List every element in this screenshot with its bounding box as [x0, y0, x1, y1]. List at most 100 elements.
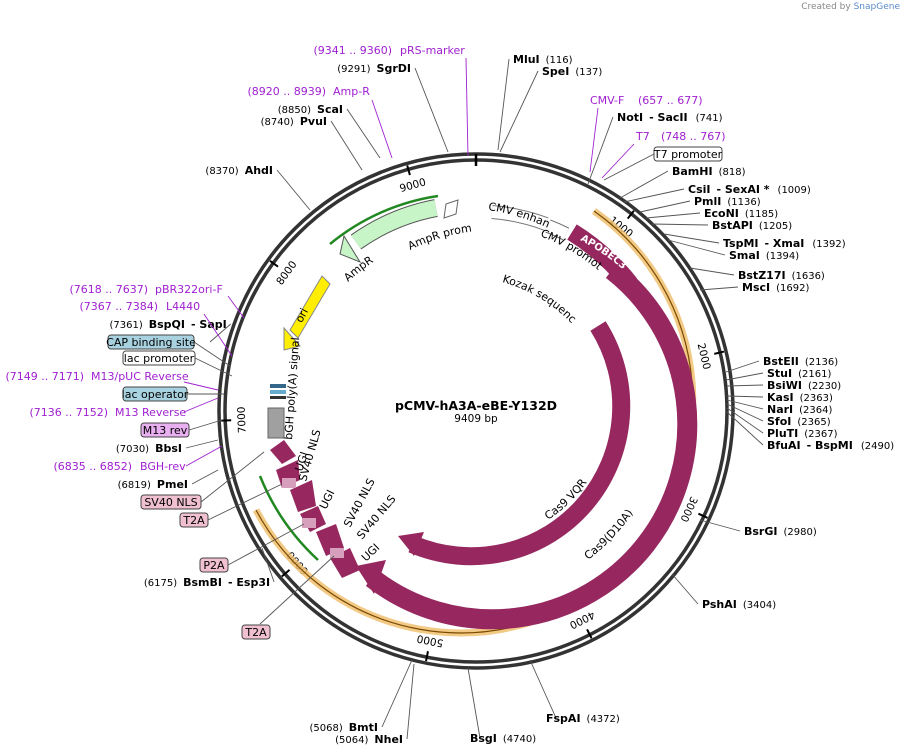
enzyme-position[interactable]: (2230) — [808, 381, 841, 392]
enzyme-position[interactable]: (7361) — [109, 320, 142, 331]
enzyme-position[interactable]: (2980) — [783, 527, 816, 538]
primer-range[interactable]: (748 .. 767) — [661, 130, 726, 143]
enzyme-nari[interactable]: NarI — [767, 403, 793, 416]
enzyme-position[interactable]: (1392) — [812, 239, 845, 250]
enzyme-position[interactable]: (4372) — [587, 714, 620, 725]
enzyme-mlui[interactable]: MluI — [513, 53, 540, 66]
enzyme-tspmi[interactable]: TspMI — [723, 237, 759, 250]
enzyme-fspai[interactable]: FspAI — [546, 712, 581, 725]
primer-t7[interactable]: T7 — [635, 130, 650, 143]
enzyme-econi[interactable]: EcoNI — [704, 207, 739, 220]
enzyme-position[interactable]: (2364) — [799, 405, 832, 416]
enzyme-position[interactable]: (1692) — [776, 283, 809, 294]
enzyme-position[interactable]: (1205) — [759, 221, 792, 232]
primer-range[interactable]: (7136 .. 7152) — [29, 406, 108, 419]
primer-pbr322ori-f[interactable]: pBR322ori-F — [155, 283, 223, 296]
enzyme-sgrdi[interactable]: SgrDI — [377, 62, 411, 75]
enzyme-ahdi[interactable]: AhdI — [245, 164, 273, 177]
enzyme-bsteii[interactable]: BstEII — [763, 355, 799, 368]
primer-prs-marker[interactable]: pRS-marker — [400, 44, 465, 57]
primer-range[interactable]: (6835 .. 6852) — [53, 460, 132, 473]
enzyme-position[interactable]: (1136) — [727, 197, 760, 208]
primer-range[interactable]: (9341 .. 9360) — [313, 44, 392, 57]
primer-m13-reverse[interactable]: M13 Reverse — [115, 406, 186, 419]
enzyme-pluti[interactable]: PluTI — [767, 427, 798, 440]
enzyme-bamhi[interactable]: BamHI — [672, 165, 713, 178]
enzyme-extra-8[interactable]: - XmaI — [765, 237, 805, 250]
enzyme-position[interactable]: (8740) — [261, 117, 294, 128]
box-cap-binding-site[interactable]: CAP binding site — [106, 336, 196, 349]
enzyme-bstapi[interactable]: BstAPI — [712, 219, 753, 232]
enzyme-position[interactable]: (137) — [575, 67, 602, 78]
enzyme-position[interactable]: (6819) — [118, 480, 151, 491]
enzyme-position[interactable]: (2136) — [805, 357, 838, 368]
primer-range[interactable]: (7149 .. 7171) — [5, 370, 84, 383]
enzyme-position[interactable]: (9291) — [337, 64, 370, 75]
enzyme-position[interactable]: (1185) — [745, 209, 778, 220]
enzyme-position[interactable]: (2161) — [798, 369, 831, 380]
box-p2a[interactable]: P2A — [203, 559, 225, 572]
primer-range[interactable]: (657 .. 677) — [638, 94, 703, 107]
enzyme-bspqi[interactable]: BspQI — [149, 318, 185, 331]
enzyme-msci[interactable]: MscI — [742, 281, 770, 294]
enzyme-position[interactable]: (2365) — [797, 417, 830, 428]
enzyme-position[interactable]: (116) — [546, 55, 573, 66]
box-lac-operator[interactable]: lac operator — [122, 388, 189, 401]
enzyme-position[interactable]: (818) — [719, 167, 746, 178]
enzyme-position[interactable]: (1636) — [792, 271, 825, 282]
enzyme-extra-4[interactable]: - SexAI * — [716, 183, 769, 196]
enzyme-position[interactable]: (8850) — [278, 105, 311, 116]
primer-range[interactable]: (7367 .. 7384) — [79, 300, 158, 313]
box-t7-promoter[interactable]: T7 promoter — [653, 148, 723, 161]
enzyme-position[interactable]: (1009) — [778, 185, 811, 196]
enzyme-noti[interactable]: NotI — [617, 111, 643, 124]
enzyme-position[interactable]: (2490) — [861, 441, 894, 452]
enzyme-extra-left-4[interactable]: - SapI — [191, 318, 227, 331]
enzyme-bbsi[interactable]: BbsI — [155, 442, 182, 455]
enzyme-extra-2[interactable]: - SacII — [649, 111, 687, 124]
primer-amp-r[interactable]: Amp-R — [333, 85, 370, 98]
enzyme-kasi[interactable]: KasI — [767, 391, 794, 404]
enzyme-position[interactable]: (2367) — [804, 429, 837, 440]
enzyme-position[interactable]: (5068) — [310, 723, 343, 734]
enzyme-csii[interactable]: CsiI — [688, 183, 710, 196]
box-sv40-nls[interactable]: SV40 NLS — [144, 496, 197, 509]
enzyme-pmei[interactable]: PmeI — [157, 478, 188, 491]
enzyme-bsrgi[interactable]: BsrGI — [744, 525, 777, 538]
enzyme-extra-19[interactable]: - BspMI — [807, 439, 853, 452]
enzyme-position[interactable]: (3404) — [743, 600, 776, 611]
enzyme-pvui[interactable]: PvuI — [300, 115, 327, 128]
enzyme-pmli[interactable]: PmlI — [694, 195, 721, 208]
box-m13-rev[interactable]: M13 rev — [143, 424, 188, 437]
primer-range[interactable]: (7618 .. 7637) — [69, 283, 148, 296]
primer-m13-puc-reverse[interactable]: M13/pUC Reverse — [91, 370, 189, 383]
primer-bgh-rev[interactable]: BGH-rev — [140, 460, 186, 473]
enzyme-bsiwi[interactable]: BsiWI — [767, 379, 802, 392]
enzyme-position[interactable]: (8370) — [205, 166, 238, 177]
box-t2a-2-box[interactable] — [241, 624, 271, 640]
primer-range[interactable]: (8920 .. 8939) — [247, 85, 326, 98]
enzyme-bstz17i[interactable]: BstZ17I — [738, 269, 786, 282]
enzyme-position[interactable]: (2363) — [800, 393, 833, 404]
primer-cmv-f[interactable]: CMV-F — [590, 94, 624, 107]
enzyme-sfoi[interactable]: SfoI — [767, 415, 791, 428]
enzyme-position[interactable]: (7030) — [116, 444, 149, 455]
enzyme-position[interactable]: (1394) — [766, 251, 799, 262]
box-t2a-2[interactable]: T2A — [244, 626, 267, 639]
enzyme-bsgi[interactable]: BsgI — [470, 732, 497, 745]
enzyme-pshai[interactable]: PshAI — [702, 598, 737, 611]
enzyme-bmti[interactable]: BmtI — [349, 721, 378, 734]
box-lac-promoter[interactable]: lac promoter — [124, 352, 195, 365]
enzyme-position[interactable]: (5064) — [335, 735, 368, 746]
enzyme-bsmbi[interactable]: BsmBI — [183, 576, 222, 589]
enzyme-smai[interactable]: SmaI — [729, 249, 760, 262]
enzyme-scai[interactable]: ScaI — [317, 103, 343, 116]
enzyme-extra-left-7[interactable]: - Esp3I — [228, 576, 270, 589]
enzyme-nhei[interactable]: NheI — [374, 733, 403, 746]
box-t2a-1[interactable]: T2A — [182, 514, 205, 527]
primer-l4440[interactable]: L4440 — [166, 300, 200, 313]
enzyme-position[interactable]: (4740) — [503, 734, 536, 745]
enzyme-position[interactable]: (6175) — [144, 578, 177, 589]
enzyme-bfuai[interactable]: BfuAI — [767, 439, 801, 452]
enzyme-position[interactable]: (741) — [696, 113, 723, 124]
